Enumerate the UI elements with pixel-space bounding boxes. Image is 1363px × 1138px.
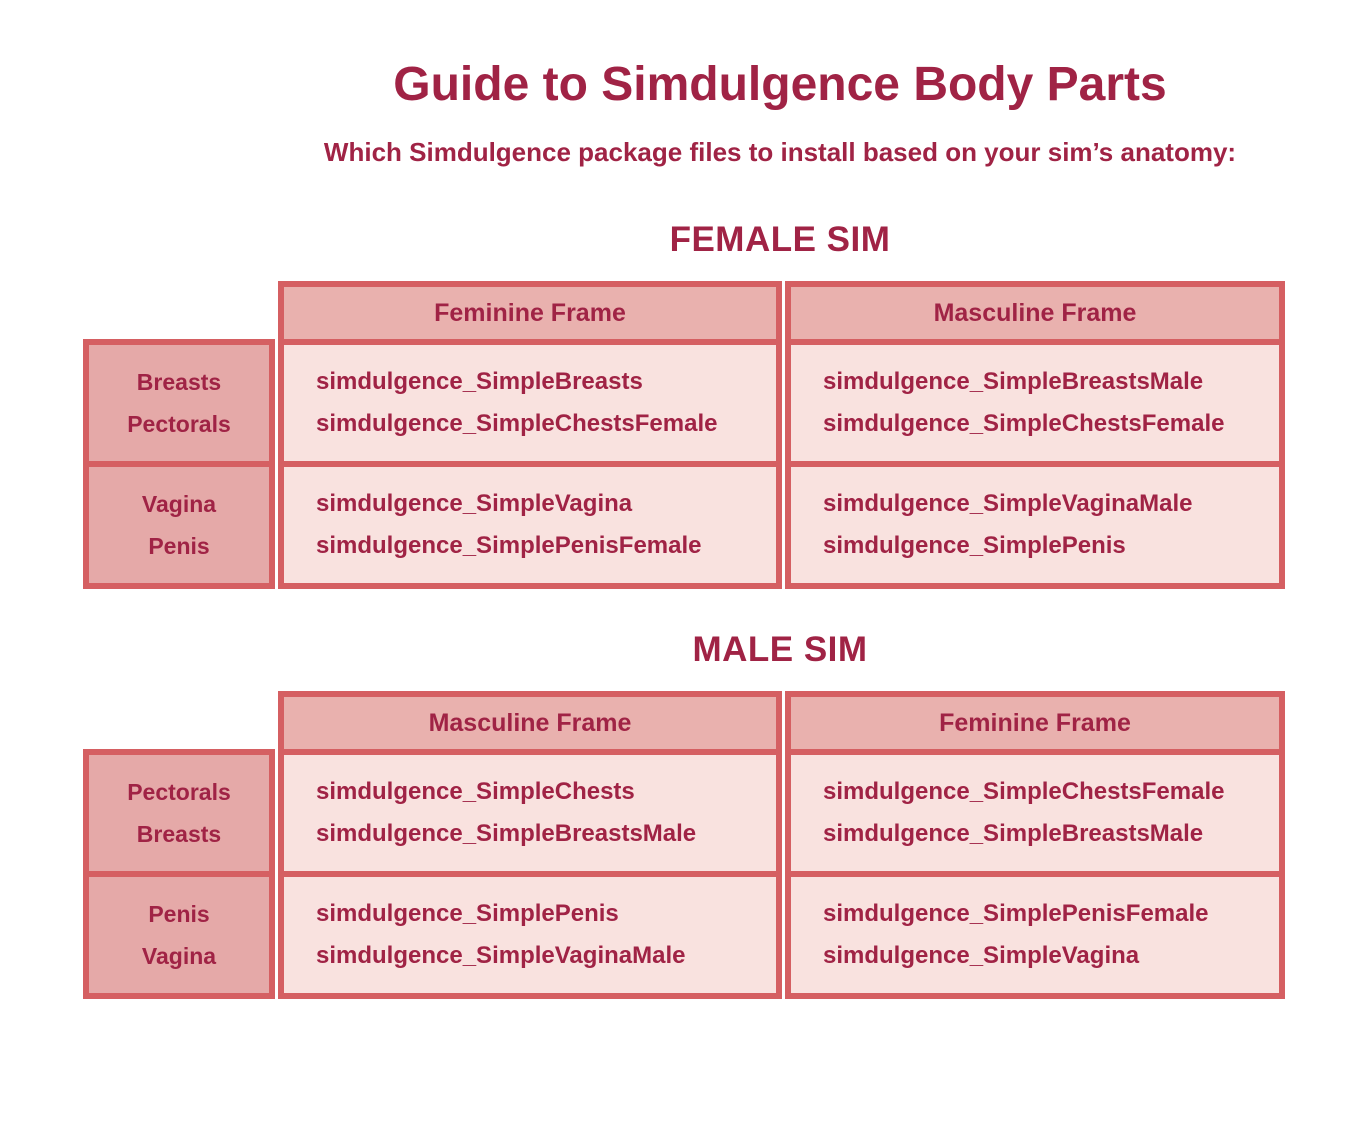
column-header: Masculine Frame [284,697,776,749]
package-file-name: simdulgence_SimpleBreastsMale [316,820,697,847]
male-row-labels-column: Pectorals Breasts Penis Vagina [83,749,275,999]
row-label: Penis [148,533,210,559]
package-file-name: simdulgence_SimpleVaginaMale [823,490,1193,517]
row-label: Vagina [141,943,217,969]
column-header: Feminine Frame [791,697,1279,749]
female-sim-table: Breasts Pectorals Vagina Penis Feminine … [83,281,1285,589]
female-row-labels-column: Breasts Pectorals Vagina Penis [83,339,275,589]
package-cell: simdulgence_SimplePenisFemale simdulgenc… [791,871,1279,993]
row-label: Breasts [136,821,222,847]
column-header: Feminine Frame [284,287,776,339]
package-file-name: simdulgence_SimpleVaginaMale [316,942,686,969]
row-label-cell: Penis Vagina [89,871,269,993]
package-file-name: simdulgence_SimpleBreasts [316,368,643,395]
package-file-name: simdulgence_SimplePenis [823,532,1126,559]
package-cell: simdulgence_SimpleChests simdulgence_Sim… [284,749,776,871]
female-sim-heading: FEMALE SIM [669,220,891,259]
row-label: Pectorals [127,779,231,805]
package-file-name: simdulgence_SimpleChestsFemale [823,410,1225,437]
row-label: Pectorals [127,411,231,437]
package-file-name: simdulgence_SimplePenisFemale [316,532,702,559]
package-cell: simdulgence_SimplePenis simdulgence_Simp… [284,871,776,993]
male-sim-heading: MALE SIM [692,630,868,669]
package-file-name: simdulgence_SimplePenis [316,900,619,927]
male-masculine-frame-column: Masculine Frame simdulgence_SimpleChests… [278,691,782,999]
package-cell: simdulgence_SimpleChestsFemale simdulgen… [791,749,1279,871]
row-label-cell: Breasts Pectorals [89,345,269,461]
package-file-name: simdulgence_SimplePenisFemale [823,900,1209,927]
column-header: Masculine Frame [791,287,1279,339]
package-file-name: simdulgence_SimpleChestsFemale [316,410,718,437]
female-masculine-frame-column: Masculine Frame simdulgence_SimpleBreast… [785,281,1285,589]
page-subtitle: Which Simdulgence package files to insta… [323,137,1237,167]
package-cell: simdulgence_SimpleBreastsMale simdulgenc… [791,339,1279,461]
row-label-cell: Pectorals Breasts [89,755,269,871]
row-label: Breasts [136,369,222,395]
package-file-name: simdulgence_SimpleVagina [316,490,633,517]
row-label: Penis [148,901,210,927]
package-cell: simdulgence_SimpleVaginaMale simdulgence… [791,461,1279,583]
package-file-name: simdulgence_SimpleBreastsMale [823,820,1204,847]
package-file-name: simdulgence_SimpleBreastsMale [823,368,1204,395]
package-file-name: simdulgence_SimpleChests [316,778,635,805]
guide-page: Guide to Simdulgence Body Parts Which Si… [0,58,1285,999]
female-feminine-frame-column: Feminine Frame simdulgence_SimpleBreasts… [278,281,782,589]
package-cell: simdulgence_SimpleBreasts simdulgence_Si… [284,339,776,461]
package-file-name: simdulgence_SimpleVagina [823,942,1140,969]
male-feminine-frame-column: Feminine Frame simdulgence_SimpleChestsF… [785,691,1285,999]
row-label-cell: Vagina Penis [89,461,269,583]
page-title: Guide to Simdulgence Body Parts [393,58,1167,111]
male-sim-table: Pectorals Breasts Penis Vagina Masculine… [83,691,1285,999]
package-cell: simdulgence_SimpleVagina simdulgence_Sim… [284,461,776,583]
row-label: Vagina [141,491,217,517]
package-file-name: simdulgence_SimpleChestsFemale [823,778,1225,805]
